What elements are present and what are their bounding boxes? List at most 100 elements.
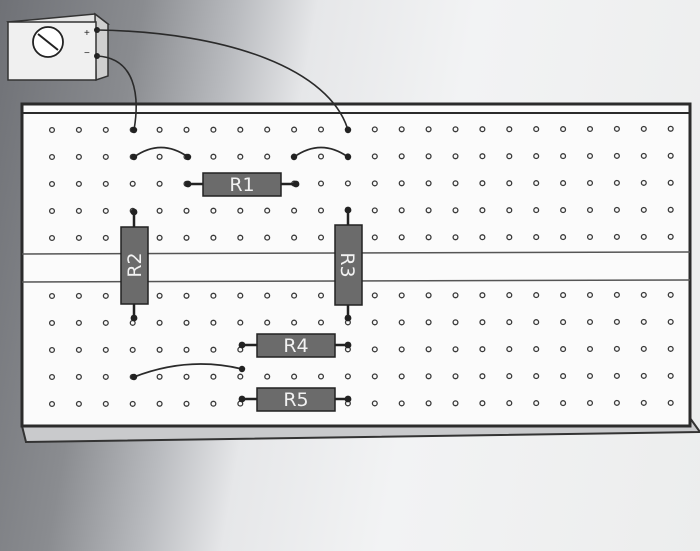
breadboard-hole	[129, 400, 136, 407]
breadboard-hole	[479, 346, 486, 353]
breadboard-hole	[317, 180, 325, 187]
breadboard-hole	[291, 234, 298, 241]
breadboard-hole	[371, 346, 378, 353]
breadboard-hole	[291, 292, 298, 299]
breadboard-hole	[586, 345, 594, 353]
breadboard-hole	[75, 373, 82, 380]
breadboard-hole	[560, 234, 567, 241]
breadboard-hole	[560, 373, 567, 380]
meter-plus-label: +	[84, 28, 90, 39]
breadboard-hole	[398, 207, 405, 214]
breadboard-hole	[75, 207, 82, 214]
breadboard-hole	[317, 153, 325, 160]
hole-grid	[48, 125, 674, 408]
breadboard-hole	[183, 346, 190, 353]
breadboard-hole	[264, 207, 271, 214]
breadboard-hole	[613, 233, 620, 240]
breadboard-hole	[398, 234, 405, 241]
breadboard-hole	[667, 399, 674, 406]
breadboard-hole	[640, 291, 647, 298]
breadboard-hole	[425, 234, 432, 241]
breadboard-hole	[398, 400, 405, 407]
breadboard-hole	[371, 319, 378, 326]
breadboard-hole	[613, 345, 620, 352]
resistor-r4: R4	[238, 333, 352, 358]
meter-minus-label: −	[84, 48, 90, 59]
breadboard-hole	[371, 207, 378, 214]
breadboard-hole	[291, 373, 298, 380]
breadboard-hole	[156, 319, 163, 326]
breadboard-hole	[640, 152, 647, 159]
breadboard-hole	[586, 125, 594, 133]
breadboard-hole	[452, 346, 459, 353]
breadboard-hole	[371, 180, 378, 187]
breadboard-hole	[425, 400, 432, 407]
breadboard-hole	[586, 372, 594, 380]
resistor-r3: R3	[334, 206, 363, 322]
breadboard-hole	[425, 373, 432, 380]
jumper-wire-2	[293, 146, 349, 158]
meter-needle	[37, 33, 59, 51]
breadboard-hole	[533, 153, 540, 160]
breadboard-hole	[667, 125, 674, 132]
breadboard-hole	[317, 207, 325, 214]
jumper-wire-1	[133, 146, 189, 158]
breadboard-hole	[452, 292, 459, 299]
breadboard-hole	[264, 234, 271, 241]
breadboard-hole	[667, 152, 674, 159]
breadboard-hole	[506, 207, 513, 214]
breadboard-hole	[640, 179, 647, 186]
breadboard-hole	[640, 399, 647, 406]
breadboard-hole	[452, 126, 459, 133]
meter: + −	[6, 12, 110, 82]
breadboard-hole	[102, 400, 109, 407]
breadboard-hole	[291, 207, 298, 214]
breadboard-hole	[533, 292, 540, 299]
breadboard-hole	[560, 292, 567, 299]
resistor-r2: R2	[120, 208, 149, 322]
breadboard-hole	[586, 206, 594, 214]
resistor-r2-label: R2	[124, 252, 146, 277]
breadboard-hole	[560, 400, 567, 407]
breadboard-hole	[452, 234, 459, 241]
breadboard-hole	[371, 400, 378, 407]
breadboard-hole	[479, 292, 486, 299]
meter-lead-minus	[96, 55, 137, 131]
breadboard-hole	[129, 180, 136, 187]
breadboard-hole	[613, 206, 620, 213]
breadboard-hole	[210, 346, 217, 353]
breadboard-hole	[667, 372, 674, 379]
breadboard-hole	[210, 400, 217, 407]
breadboard-hole	[452, 180, 459, 187]
resistor-r5-label: R5	[283, 389, 308, 411]
breadboard-hole	[317, 126, 325, 133]
breadboard-hole	[48, 400, 56, 408]
breadboard-hole	[479, 153, 486, 160]
breadboard-hole	[586, 291, 594, 299]
resistor-r1: R1	[184, 172, 300, 197]
breadboard-hole	[48, 234, 56, 242]
breadboard-hole	[586, 233, 594, 241]
breadboard-hole	[425, 292, 432, 299]
breadboard-hole	[75, 126, 82, 133]
breadboard-hole	[667, 318, 674, 325]
breadboard-hole	[102, 292, 109, 299]
breadboard-hole	[479, 373, 486, 380]
breadboard-hole	[586, 179, 594, 187]
breadboard-hole	[613, 152, 620, 159]
breadboard-hole	[479, 400, 486, 407]
breadboard-hole	[264, 126, 271, 133]
breadboard-hole	[210, 153, 217, 160]
breadboard-hole	[156, 180, 163, 187]
breadboard-hole	[75, 180, 82, 187]
breadboard-hole	[156, 153, 163, 160]
breadboard-hole	[398, 153, 405, 160]
breadboard-hole	[506, 346, 513, 353]
resistor-r1-label: R1	[229, 174, 254, 196]
breadboard-hole	[425, 126, 432, 133]
breadboard-hole	[317, 373, 325, 380]
breadboard-hole	[183, 400, 190, 407]
breadboard-hole	[183, 373, 190, 380]
breadboard-hole	[586, 152, 594, 160]
